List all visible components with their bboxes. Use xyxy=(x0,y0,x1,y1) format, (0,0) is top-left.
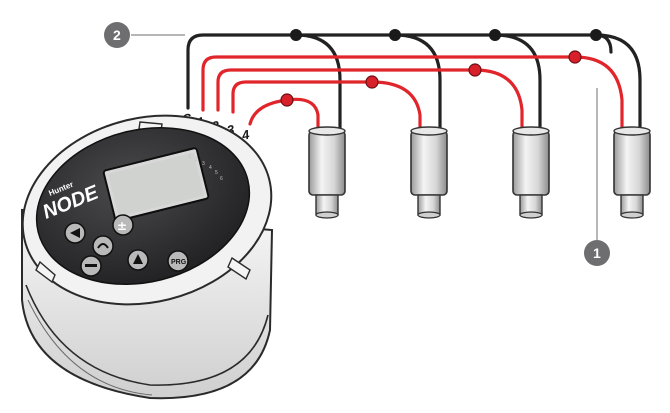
callout-2-label: 2 xyxy=(113,27,121,43)
callout-2-circle xyxy=(104,22,130,48)
station-digit-6: 6 xyxy=(220,176,223,182)
solenoid-valve-4 xyxy=(613,126,651,219)
prg-label: PRG xyxy=(171,259,187,266)
splice-black-3 xyxy=(489,29,501,41)
arrow-up-icon xyxy=(133,254,143,264)
callout-1: 1 xyxy=(584,88,610,266)
station-digit-1: 1 xyxy=(188,154,191,160)
solenoid-valve-2 xyxy=(410,126,448,219)
black-common-wire xyxy=(186,33,642,132)
callout-2: 2 xyxy=(104,22,185,48)
terminal-label-3: 3 xyxy=(226,122,237,138)
manual-water-button[interactable] xyxy=(92,235,114,257)
plus-minus-button[interactable]: ± xyxy=(112,214,134,236)
splice-red-4 xyxy=(280,93,294,107)
node-controller: 1 2 3 4 5 6 Hunter NODE ± xyxy=(21,114,274,400)
lcd-display xyxy=(102,147,210,222)
station-digits: 1 2 3 4 5 6 xyxy=(188,154,223,182)
prg-button[interactable]: PRG xyxy=(167,250,189,272)
splice-black-4 xyxy=(590,29,602,41)
station-digit-3: 3 xyxy=(202,161,205,167)
solenoid-valve-3 xyxy=(512,126,550,219)
left-arrow-button[interactable] xyxy=(64,222,86,244)
red-station-wires xyxy=(201,55,624,132)
arrow-left-icon xyxy=(70,228,80,238)
minus-button[interactable] xyxy=(80,255,102,277)
solenoid-valve-1 xyxy=(308,126,346,219)
callout-1-label: 1 xyxy=(593,245,601,261)
hand-icon xyxy=(97,243,109,249)
station-digit-4: 4 xyxy=(209,165,212,171)
up-arrow-button[interactable] xyxy=(127,249,149,271)
black-splices xyxy=(290,29,602,41)
splice-black-1 xyxy=(290,29,302,41)
terminal-label-4: 4 xyxy=(240,127,252,144)
red-splices xyxy=(280,50,582,107)
station-digit-5: 5 xyxy=(215,170,218,176)
callout-1-circle xyxy=(584,240,610,266)
splice-black-2 xyxy=(389,29,401,41)
minus-icon xyxy=(85,264,97,267)
station-digit-2: 2 xyxy=(195,157,198,163)
splice-red-2 xyxy=(468,63,482,77)
splice-red-1 xyxy=(568,50,582,64)
plus-minus-icon: ± xyxy=(117,219,127,233)
splice-red-3 xyxy=(365,75,379,89)
